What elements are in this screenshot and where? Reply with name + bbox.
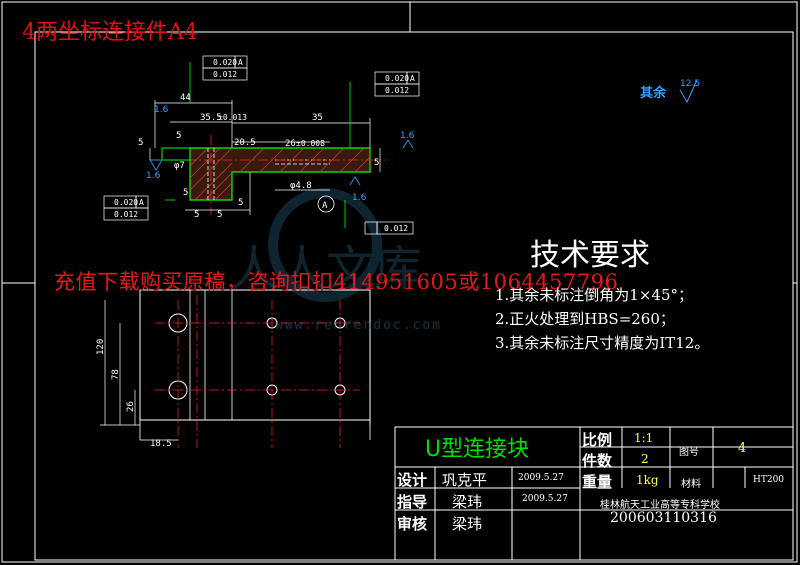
dim-120: 120 <box>96 339 106 355</box>
dim-5g: 5 <box>183 188 188 198</box>
section-hatch <box>189 147 371 201</box>
front-section-view <box>150 135 385 215</box>
dim-78: 78 <box>111 369 121 380</box>
tol-right-flat: 0.020 <box>385 74 409 83</box>
tolerance-frame-bottom: 0.012 <box>344 200 414 235</box>
guide-name: 梁玮 <box>452 493 483 511</box>
title-block-grid <box>394 426 794 561</box>
tech-item-2: 2.正火处理到HBS=260； <box>495 310 675 328</box>
tol-top-ref: A <box>238 58 243 67</box>
scale-label: 比例 <box>582 431 613 449</box>
qty-value: 2 <box>641 452 649 466</box>
dimension-lines <box>149 100 381 215</box>
part-name: U型连接块 <box>425 437 530 462</box>
svg-text:1.6: 1.6 <box>352 193 367 203</box>
tol-right-ref: A <box>410 74 415 83</box>
roughness-note: 其余 12.5 <box>640 79 700 104</box>
dim-5d: 5 <box>238 198 243 208</box>
design-date: 2009.5.27 <box>518 473 564 483</box>
design-label: 设计 <box>397 471 428 489</box>
tolerance-frame-left: 0.020 A 0.012 <box>103 195 175 221</box>
material-value: HT200 <box>753 475 785 485</box>
svg-text:其余: 其余 <box>640 85 667 101</box>
tol-top-flat: 0.020 <box>213 58 237 67</box>
tol-right-par: 0.012 <box>385 86 409 95</box>
svg-text:1.6: 1.6 <box>146 171 161 181</box>
material-label: 材料 <box>681 479 701 490</box>
dim-35-5-tol: ±0.013 <box>218 113 247 122</box>
dim-26: 26 <box>285 139 296 149</box>
tolerance-frame-top: 0.020 A 0.012 <box>189 55 248 103</box>
tolerance-frame-right: 0.020 A 0.012 <box>349 71 420 148</box>
svg-text:1.6: 1.6 <box>154 105 169 115</box>
svg-text:1.6: 1.6 <box>400 131 415 141</box>
dim-phi4-8: φ4.8 <box>290 181 312 191</box>
dim-phi7: φ7 <box>174 161 185 171</box>
dim-44: 44 <box>180 93 191 103</box>
dim-35-5: 35.5 <box>200 113 222 123</box>
purchase-watermark: 充值下载购买原稿，咨询扣扣414951605或1064457796 <box>54 270 619 294</box>
tol-bottom: 0.012 <box>384 224 408 233</box>
school-name: 桂林航天工业高等专科学校 <box>600 500 720 511</box>
roughness-symbols: 1.6 1.6 1.6 1.6 <box>146 105 415 203</box>
qty-label: 件数 <box>582 452 613 470</box>
tech-item-3: 3.其余未标注尺寸精度为IT12。 <box>495 334 710 352</box>
dim-26v: 26 <box>126 401 136 412</box>
weight-label: 重量 <box>582 473 613 491</box>
tol-left-flat: 0.020 <box>114 198 138 207</box>
tol-left-par: 0.012 <box>114 210 138 219</box>
site-watermark: www.renrendoc.com <box>275 318 443 333</box>
review-label: 审核 <box>397 515 428 533</box>
weight-value: 1kg <box>636 473 659 487</box>
drawing-title: 4两坐标连接件A4 <box>22 20 198 45</box>
plan-view: 120 78 26 18.5 <box>96 289 371 449</box>
designer-name: 巩克平 <box>442 471 488 489</box>
guide-date: 2009.5.27 <box>522 494 568 504</box>
watermark-logo: 人人文库 <box>230 188 422 302</box>
dim-5e: 5 <box>374 158 379 168</box>
svg-text:A: A <box>322 201 328 211</box>
svg-text:12.5: 12.5 <box>680 79 700 89</box>
dim-20-5: 20.5 <box>234 138 256 148</box>
dim-35: 35 <box>312 113 323 123</box>
datum-a-symbol: A <box>317 195 335 213</box>
watermark-logo-text: 人人文库 <box>230 241 422 297</box>
drawing-no-value: 4 <box>738 441 747 456</box>
tol-left-ref: A <box>139 198 144 207</box>
dim-5c: 5 <box>217 210 222 220</box>
scale-value: 1:1 <box>634 431 654 445</box>
tech-requirements-title: 技术要求 <box>530 238 650 273</box>
guide-label: 指导 <box>397 493 428 511</box>
student-id: 200603110316 <box>610 510 717 526</box>
dim-26-tol: ±0.008 <box>296 139 325 148</box>
reviewer-name: 梁玮 <box>452 515 483 533</box>
dim-5b: 5 <box>194 210 199 220</box>
dim-5a: 5 <box>138 138 143 148</box>
drawing-no-label: 图号 <box>679 447 699 458</box>
tol-top-par: 0.012 <box>213 70 237 79</box>
dim-5f: 5 <box>176 131 181 141</box>
dim-18-5: 18.5 <box>150 439 172 449</box>
tech-item-1: 1.其余未标注倒角为1×45°； <box>495 286 694 304</box>
